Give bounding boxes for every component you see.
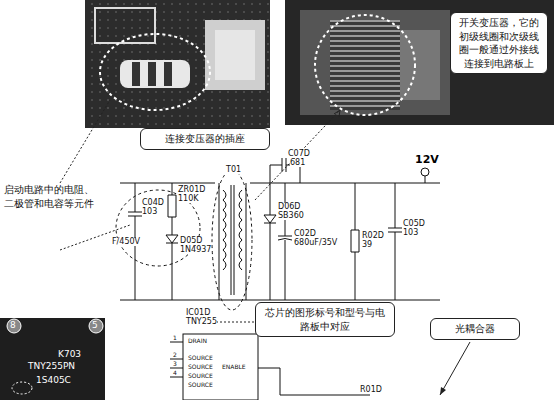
label: ZR01D (178, 186, 205, 194)
label: SOURCE (188, 382, 213, 388)
label: 1 (173, 335, 177, 341)
label: K703 (58, 350, 81, 359)
label: D05D (180, 237, 203, 245)
callout-text: 光耦合器 (436, 322, 514, 336)
callout-box: 光耦合器 (430, 318, 520, 340)
label: T01 (226, 166, 241, 174)
label: SOURCE (188, 364, 213, 370)
label: IC01D (186, 309, 210, 317)
label: R01D (360, 386, 382, 394)
label: 680uF/35V (294, 239, 337, 247)
callout-text: 芯片的图形标号和型号与电路板中对应 (261, 306, 389, 333)
label: DRAIN (188, 338, 207, 344)
label: 1N4937 (180, 246, 211, 254)
callout-text: 连接变压器的插座 (146, 132, 264, 146)
label: SOURCE (188, 355, 213, 361)
label: 12V (415, 154, 439, 165)
label: F/450V (112, 238, 140, 246)
label: 39 (362, 241, 372, 249)
label: 110K (178, 195, 199, 203)
label: TNY255 (186, 318, 217, 326)
callout-box: 芯片的图形标号和型号与电路板中对应 (255, 302, 395, 337)
callout-box: 连接变压器的插座 (140, 128, 270, 150)
label: C07D (288, 150, 310, 158)
label: 启动电路中的电阻、二极管和电容等元件 (4, 183, 94, 211)
label: D06D (278, 203, 301, 211)
label: C04D (142, 199, 164, 207)
label: ENABLE (222, 364, 246, 370)
label: 103 (142, 208, 157, 216)
label: 4 (173, 370, 177, 376)
label: SB360 (278, 212, 304, 220)
label: TNY255PN (28, 362, 75, 371)
callout-box: 开关变压器，它的初级线圈和次级线圈一般通过外接线连接到电路板上 (450, 12, 548, 74)
callout-text: 开关变压器，它的初级线圈和次级线圈一般通过外接线连接到电路板上 (456, 16, 542, 70)
label: C02D (294, 230, 316, 238)
label: 2 (173, 352, 177, 358)
label: 3 (173, 361, 177, 367)
label: 8 (10, 321, 16, 330)
label: C05D (403, 220, 425, 228)
label: 5 (92, 321, 98, 330)
label: 103 (403, 229, 418, 237)
label: R02D (362, 232, 384, 240)
label: SOURCE (188, 373, 213, 379)
label: 681 (290, 159, 305, 167)
label: 1S405C (36, 376, 71, 385)
